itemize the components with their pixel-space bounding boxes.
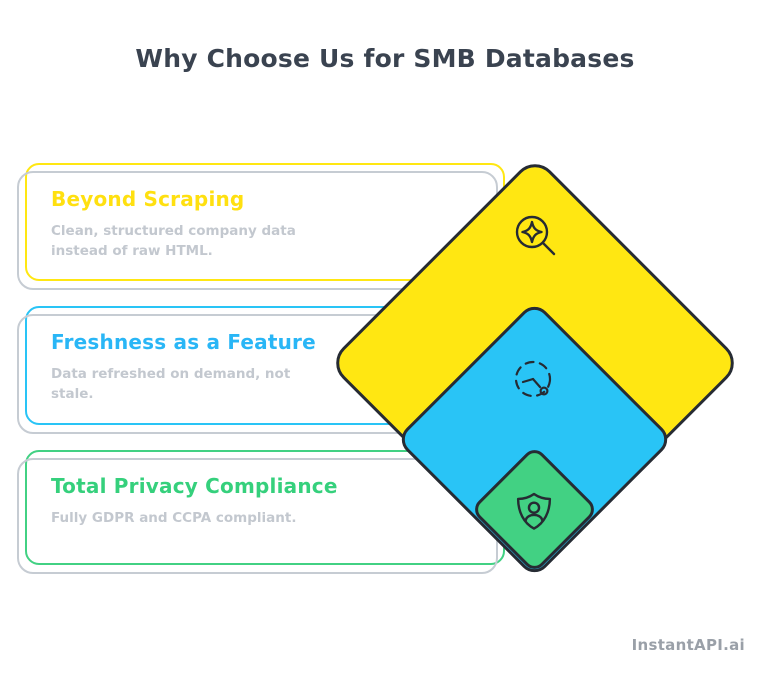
card-description: Data refreshed on demand, not stale. bbox=[51, 366, 291, 402]
page-title: Why Choose Us for SMB Databases bbox=[135, 44, 635, 73]
brand-watermark: InstantAPI.ai bbox=[631, 636, 745, 654]
dashed-clock-icon bbox=[505, 350, 563, 408]
sparkle-magnifier-icon bbox=[507, 208, 563, 264]
card-heading: Beyond Scraping bbox=[51, 187, 245, 211]
shield-user-icon bbox=[511, 488, 557, 534]
card-beyond-scraping: Beyond Scraping Clean, structured compan… bbox=[25, 163, 505, 281]
card-heading: Freshness as a Feature bbox=[51, 330, 316, 354]
card-description: Fully GDPR and CCPA compliant. bbox=[51, 510, 297, 526]
card-description: Clean, structured company data instead o… bbox=[51, 223, 296, 259]
card-heading: Total Privacy Compliance bbox=[51, 474, 338, 498]
